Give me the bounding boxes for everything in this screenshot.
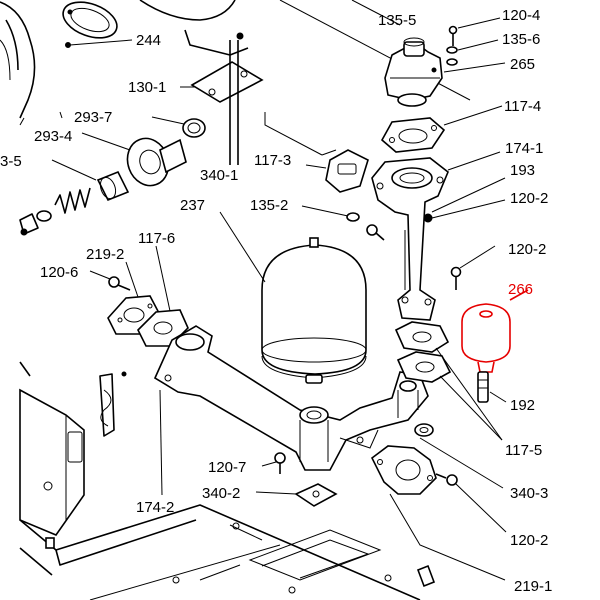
- flange-219-1: [370, 445, 506, 581]
- label-293-4: 293-4: [34, 128, 72, 145]
- label-340-3: 340-3: [510, 485, 548, 502]
- gasket-130-1: [180, 61, 264, 103]
- washer-293-7: [151, 116, 206, 138]
- bolt-120-6: [89, 270, 131, 291]
- label-120-4: 120-4: [502, 7, 540, 24]
- tank-237: [219, 211, 367, 384]
- pipe-assembly-174-1: [371, 151, 506, 321]
- label-117-5: 117-5: [505, 442, 542, 459]
- label-219-2: 219-2: [86, 246, 124, 263]
- bushing-3-5: [51, 159, 130, 202]
- label-174-2: 174-2: [136, 499, 174, 516]
- plate-340-2: [255, 483, 338, 507]
- label-244: 244: [136, 32, 161, 49]
- bolt-120-7: [261, 452, 286, 474]
- label-120-7: 120-7: [208, 459, 246, 476]
- control-box: [19, 361, 127, 536]
- label-120-6: 120-6: [40, 264, 78, 281]
- bolt-120-4: [448, 17, 501, 46]
- bolt-120-2-low: [435, 473, 507, 533]
- gasket-117-6: [137, 245, 189, 347]
- label-174-1: 174-1: [505, 140, 543, 157]
- washer-340-3: [414, 423, 434, 437]
- gasket-117-5: [394, 321, 503, 441]
- label-237: 237: [180, 197, 205, 214]
- pump-housing-fragment: [0, 0, 249, 119]
- label-192: 192: [510, 397, 535, 414]
- fitting-192: [477, 371, 507, 403]
- base-plate: [19, 504, 436, 600]
- label-120-2-b: 120-2: [508, 241, 546, 258]
- label-117-3: 117-3: [254, 152, 291, 169]
- frame-lines-top: [279, 0, 471, 101]
- label-135-2: 135-2: [250, 197, 288, 214]
- gasket-117-3: [264, 112, 369, 193]
- label-340-2: 340-2: [202, 485, 240, 502]
- valve-265: [384, 37, 506, 107]
- label-120-2-c: 120-2: [510, 532, 548, 549]
- label-117-6: 117-6: [138, 230, 175, 247]
- stud-340-1: [229, 32, 244, 165]
- label-340-1: 340-1: [200, 167, 238, 184]
- label-266: 266: [508, 281, 533, 298]
- gasket-117-4: [380, 105, 503, 153]
- flange-293-4: [19, 111, 187, 187]
- part-labels: 244 130-1 135-5 120-4 135-6 265 117-4 29…: [0, 7, 552, 595]
- leader-340-3: [419, 437, 504, 489]
- label-193: 193: [510, 162, 535, 179]
- label-135-5: 135-5: [378, 12, 416, 29]
- label-135-6: 135-6: [502, 31, 540, 48]
- label-219-1: 219-1: [514, 578, 552, 595]
- label-293-7: 293-7: [74, 109, 112, 126]
- pipe-174-2: [153, 325, 429, 496]
- washer-135-2: [301, 205, 385, 241]
- label-265: 265: [510, 56, 535, 73]
- label-117-4: 117-4: [504, 98, 541, 115]
- label-130-1: 130-1: [128, 79, 166, 96]
- bolt-120-2-mid: [450, 245, 496, 290]
- label-3-5: 3-5: [0, 153, 22, 170]
- label-120-2-a: 120-2: [510, 190, 548, 207]
- highlighted-part-266: [461, 289, 529, 373]
- washer-135-6: [446, 39, 499, 66]
- cover-plate-244: [62, 1, 133, 48]
- spring: [19, 187, 91, 236]
